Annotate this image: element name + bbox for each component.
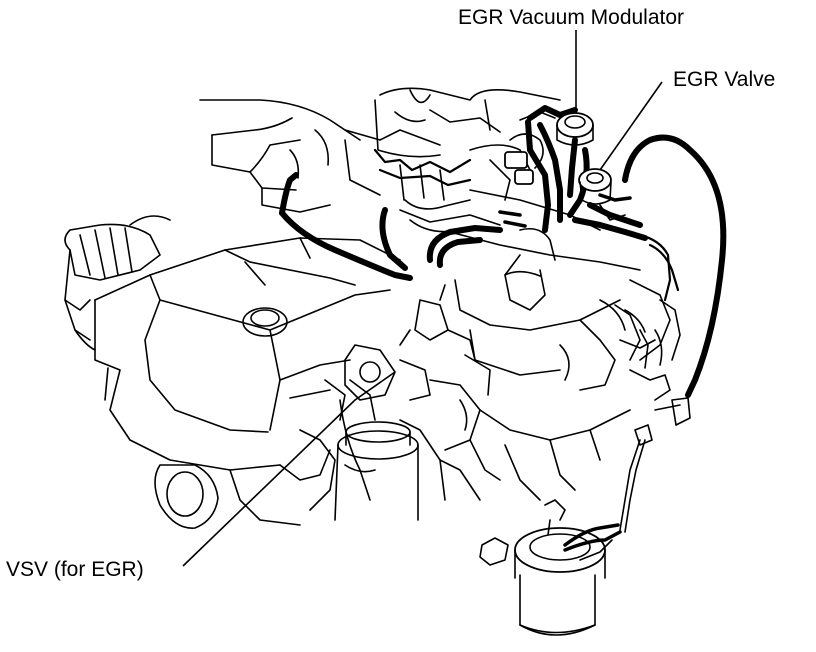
engine-block — [154, 379, 631, 529]
center-brackets — [324, 284, 491, 421]
timing-cover — [94, 237, 401, 471]
vsv-label: VSV (for EGR) — [6, 558, 144, 581]
intake-manifold — [449, 189, 671, 401]
vacuum-hoses — [279, 105, 727, 398]
egr-valve — [578, 168, 626, 221]
egr-pipe — [619, 397, 691, 533]
leader-lines — [182, 30, 663, 567]
egr-vacuum-modulator-label: EGR Vacuum Modulator — [458, 6, 684, 29]
vsv-leader — [182, 371, 396, 567]
egr-vacuum-modulator — [519, 111, 594, 146]
right-harness — [638, 233, 681, 369]
vsv-unit — [479, 499, 622, 636]
egr-valve-label: EGR Valve — [673, 68, 775, 91]
oil-filler-cap — [242, 307, 288, 337]
intake-duct — [199, 99, 361, 213]
valve-leader — [599, 81, 663, 171]
throttle-linkage — [373, 133, 544, 233]
distributor — [64, 215, 171, 351]
oil-filter — [334, 421, 419, 521]
valve-cover — [344, 87, 561, 196]
